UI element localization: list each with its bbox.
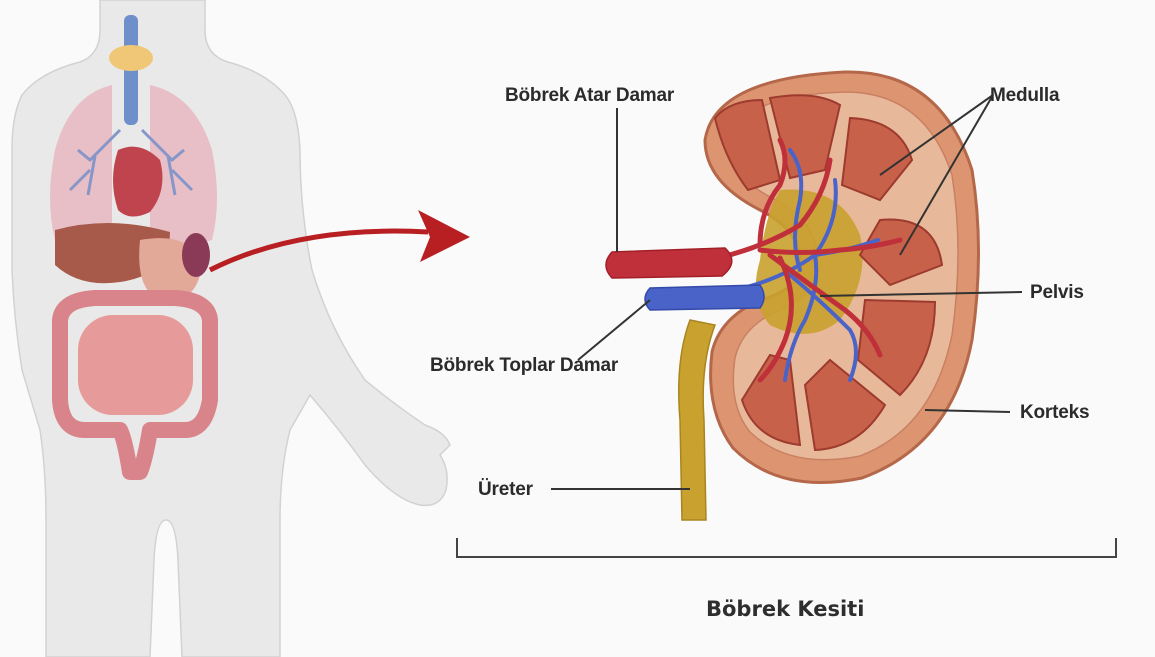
body-silhouette: [12, 0, 450, 657]
leader-renal-vein: [578, 300, 650, 360]
spleen: [182, 233, 210, 277]
renal-artery: [606, 248, 732, 278]
label-cortex: Korteks: [1020, 402, 1089, 424]
pointer-arrow-head: [418, 210, 470, 262]
kidney-cross-section: [700, 72, 979, 483]
label-ureter: Üreter: [478, 479, 533, 501]
diagram-caption: Böbrek Kesiti: [706, 597, 864, 621]
thyroid: [109, 45, 153, 71]
small-intestine: [78, 315, 193, 415]
label-pelvis: Pelvis: [1030, 282, 1084, 304]
renal-vein: [645, 285, 764, 310]
label-renal-artery: Böbrek Atar Damar: [505, 85, 674, 107]
section-bracket: [457, 538, 1116, 557]
label-renal-vein: Böbrek Toplar Damar: [430, 355, 618, 377]
label-medulla: Medulla: [990, 85, 1059, 107]
human-body-illustration: [12, 0, 450, 657]
